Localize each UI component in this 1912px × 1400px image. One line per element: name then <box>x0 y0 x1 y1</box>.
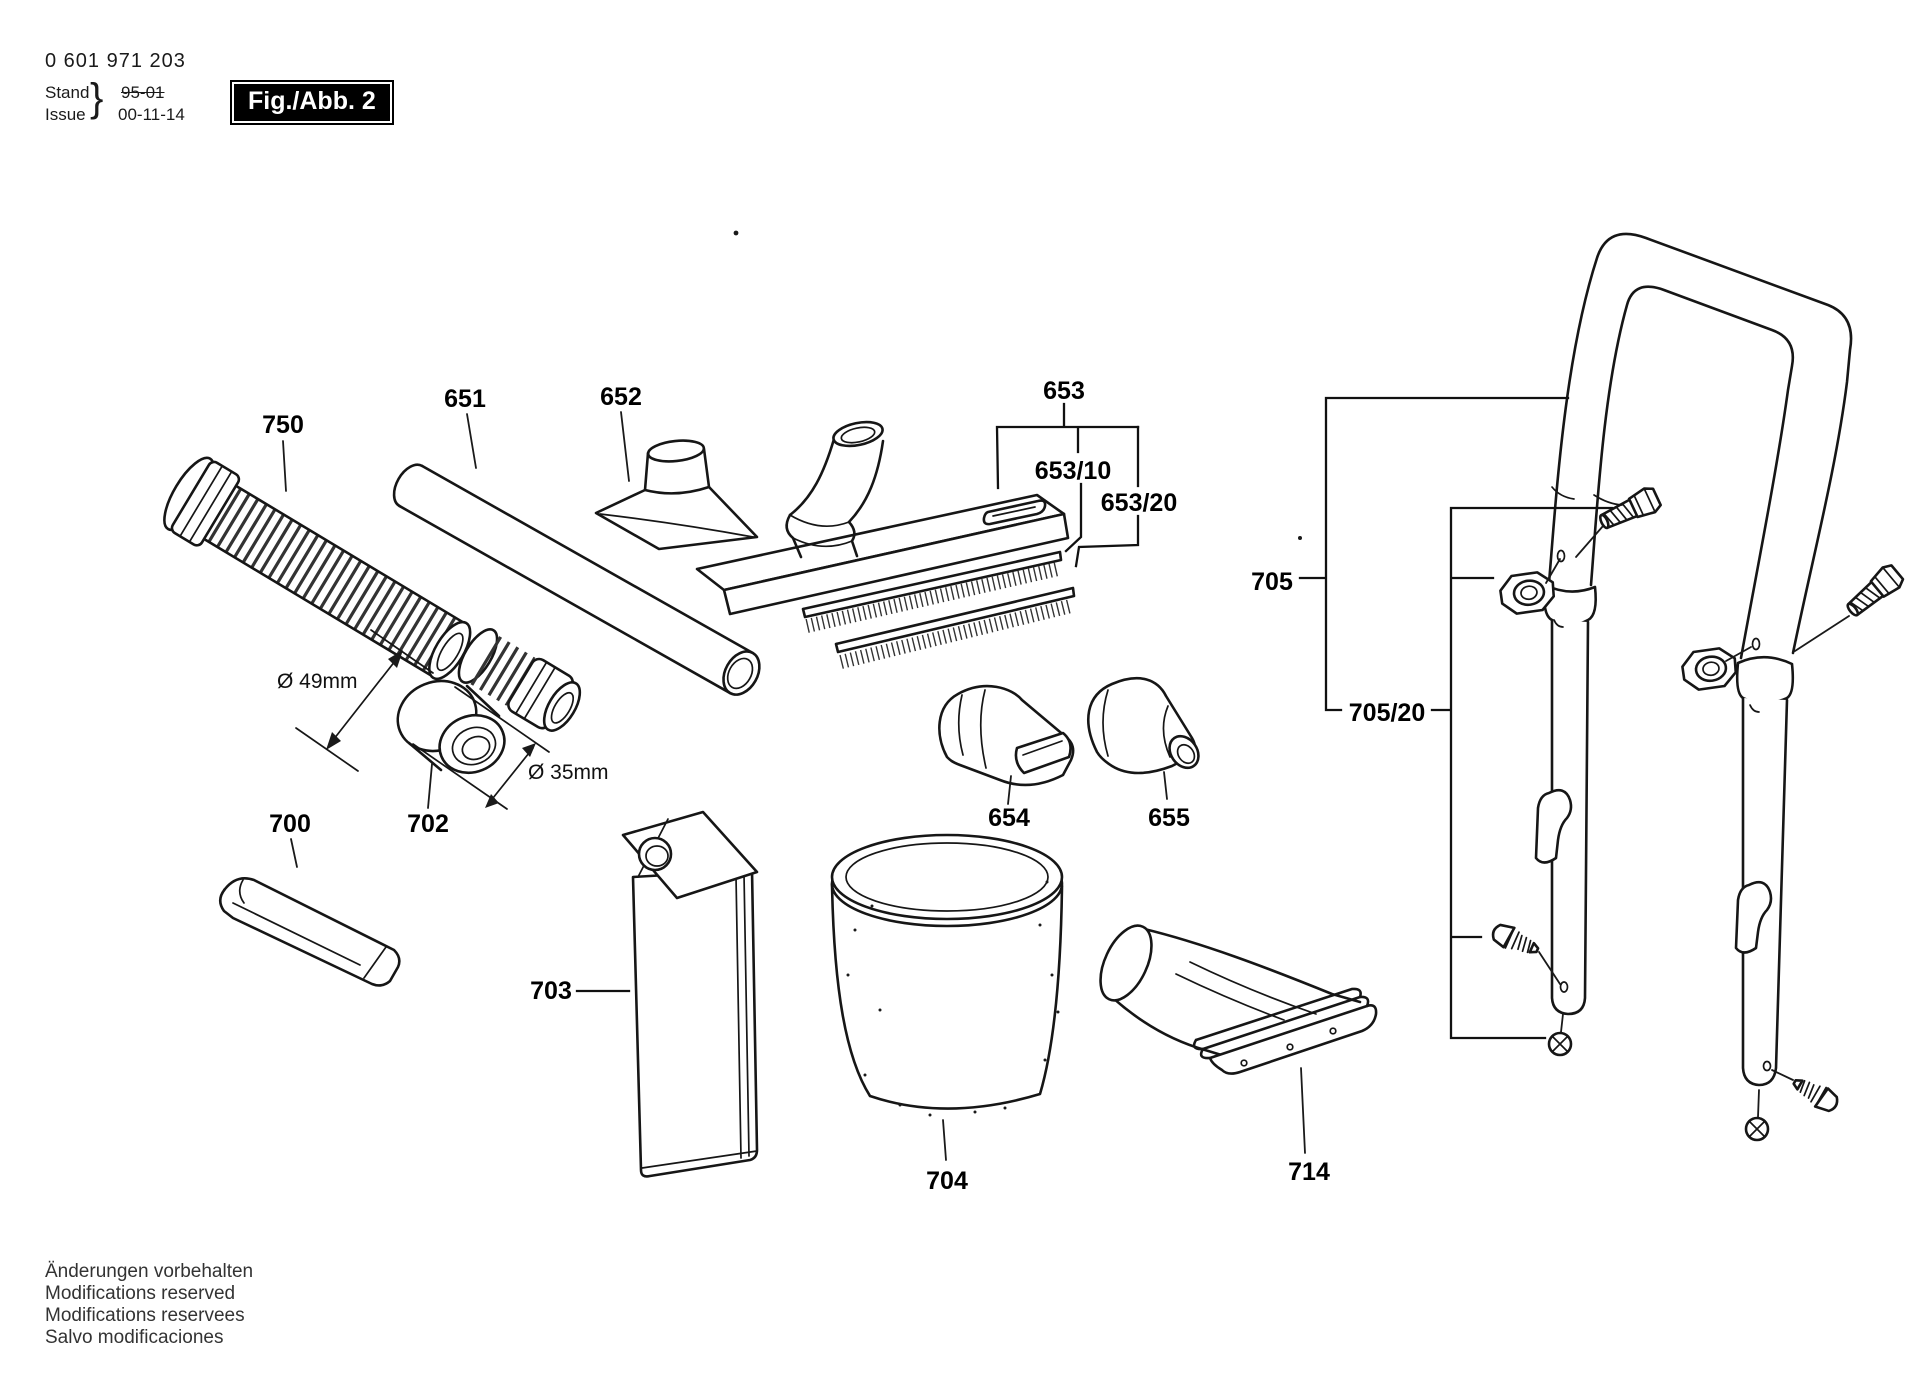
hex-bolt-right <box>1846 564 1905 617</box>
floor-nozzle-653 <box>695 402 1140 669</box>
notice-line-fr: Modifications reservees <box>45 1305 245 1326</box>
part-label-714: 714 <box>1288 1158 1330 1186</box>
crevice-nozzle-700 <box>218 838 401 987</box>
figure-box: Fig./Abb. 2 <box>230 80 394 125</box>
adapter-702 <box>295 629 550 810</box>
dimension-49mm <box>295 629 434 772</box>
squeegee-nozzle-714 <box>1099 924 1378 1154</box>
clamp-screw-left <box>1491 923 1540 954</box>
handle-clip-left <box>1534 788 1573 864</box>
part-label-703: 703 <box>530 977 572 1005</box>
clamp-screw-right <box>1792 1078 1839 1113</box>
print-dot <box>733 230 739 236</box>
part-label-652: 652 <box>600 383 642 411</box>
issue-value: 00-11-14 <box>118 105 185 124</box>
part-label-651: 651 <box>444 385 486 413</box>
part-label-750: 750 <box>262 411 304 439</box>
part-label-705: 705 <box>1251 568 1293 596</box>
document-part-number: 0 601 971 203 <box>45 50 186 72</box>
part-label-653: 653 <box>1043 377 1085 405</box>
hex-bolt-left <box>1598 487 1662 530</box>
part-label-702: 702 <box>407 810 449 838</box>
brush-strip-653-10 <box>801 550 1063 633</box>
print-dot <box>1298 536 1302 540</box>
dust-bag-703 <box>575 810 759 1178</box>
container-texture <box>846 880 1060 1117</box>
modifications-notice: Änderungen vorbehalten Modifications res… <box>45 1261 253 1349</box>
notice-line-de: Änderungen vorbehalten <box>45 1261 254 1282</box>
notice-line-en: Modifications reserved <box>45 1283 236 1304</box>
handle-frame-705 <box>1298 232 1905 1142</box>
part-label-653-10: 653/10 <box>1035 457 1111 485</box>
part-label-654: 654 <box>988 804 1030 832</box>
dimension-label-35mm: Ø 35mm <box>528 761 609 784</box>
part-label-704: 704 <box>926 1167 968 1195</box>
cross-screw-right <box>1744 1089 1770 1142</box>
issue-label: Issue <box>45 105 86 124</box>
part-label-655: 655 <box>1148 804 1190 832</box>
notice-line-es: Salvo modificaciones <box>45 1327 224 1348</box>
hex-nut-right <box>1681 647 1738 691</box>
brush-strip-653-20 <box>834 586 1076 669</box>
nozzle-655 <box>1087 676 1200 800</box>
hose-750 <box>163 440 582 732</box>
stand-value-struck: 95-01 <box>121 83 165 102</box>
nozzle-654 <box>938 684 1075 805</box>
tube-651 <box>392 413 761 696</box>
hex-nut-left <box>1499 571 1556 615</box>
dimension-35mm <box>412 686 550 810</box>
stand-label: Stand <box>45 83 90 102</box>
container-704 <box>830 833 1064 1161</box>
dimension-label-49mm: Ø 49mm <box>277 670 358 693</box>
part-label-653-20: 653/20 <box>1101 489 1177 517</box>
cross-screw-left <box>1547 1013 1573 1057</box>
part-label-700: 700 <box>269 810 311 838</box>
stand-issue-brace: } <box>90 76 104 120</box>
handle-clip-right <box>1734 880 1773 954</box>
nozzle-652 <box>594 411 759 551</box>
figure-label: Fig./Abb. 2 <box>234 84 390 121</box>
part-label-705-20: 705/20 <box>1349 699 1425 727</box>
